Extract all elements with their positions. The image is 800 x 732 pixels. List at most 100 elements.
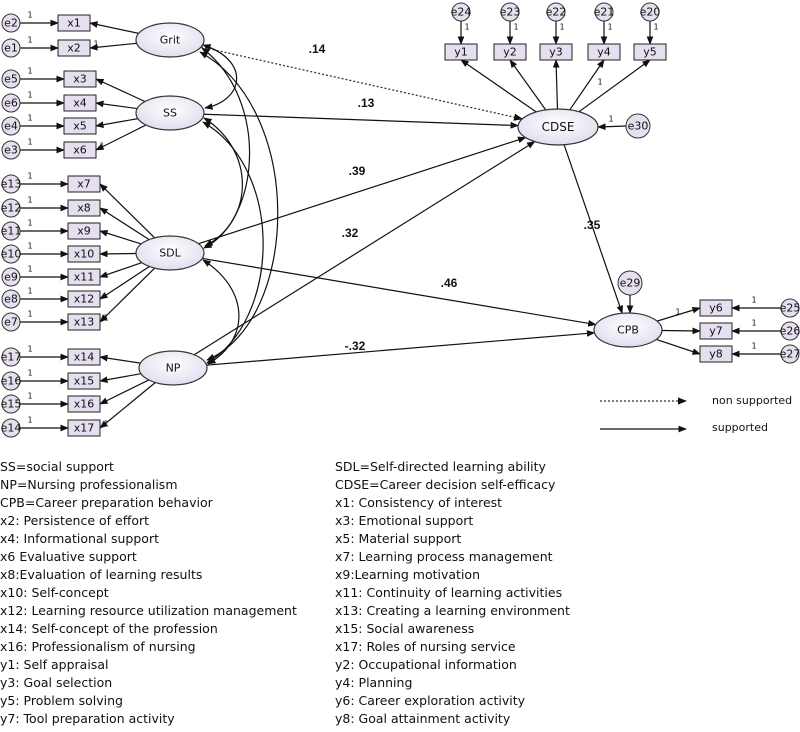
indicator-y2 — [493, 43, 527, 61]
error-label-e23: e23 — [500, 6, 521, 19]
indicator-x4 — [63, 94, 97, 112]
loading-path-y6 — [656, 306, 701, 322]
note-item: y6: Career exploration activity — [335, 693, 525, 708]
indicator-label-x9: x9 — [77, 225, 91, 238]
loading-label: 1 — [27, 392, 32, 401]
loading-path-x5 — [95, 118, 139, 129]
error-e10 — [1, 244, 21, 264]
coef-sdl-cdse: .39 — [349, 164, 366, 178]
indicator-x14 — [67, 348, 101, 366]
disturbance-path-cdse — [597, 123, 627, 131]
loading-path-x13 — [99, 267, 156, 323]
indicator-label-x17: x17 — [74, 422, 95, 435]
indicator-label-x1: x1 — [67, 17, 81, 30]
loading-label: 1 — [27, 219, 32, 228]
path-grit-cdse — [200, 46, 524, 121]
error-e9 — [1, 267, 21, 287]
note-item: CPB=Career preparation behavior — [0, 495, 213, 510]
loading-label: 1 — [653, 23, 658, 32]
latent-label-ss: SS — [163, 107, 177, 120]
indicator-x12 — [67, 290, 101, 308]
loading-label: 1 — [464, 23, 469, 32]
indicator-label-x5: x5 — [73, 120, 87, 133]
loading-label: 1 — [103, 314, 108, 323]
error-label-e13: e13 — [1, 178, 22, 191]
latent-sdl — [135, 235, 205, 271]
error-e15 — [1, 394, 21, 414]
loading-label: 1 — [27, 91, 32, 100]
error-e21 — [594, 2, 614, 22]
note-item: y3: Goal selection — [0, 675, 113, 690]
note-item: x16: Professionalism of nursing — [0, 639, 196, 654]
loading-path-x8 — [99, 207, 150, 241]
loading-path-x3 — [95, 78, 146, 103]
indicator-y6 — [699, 299, 733, 317]
error-label-e3: e3 — [4, 144, 18, 157]
loading-label: 1 — [751, 296, 756, 305]
loading-label: 1 — [608, 115, 613, 124]
coef-ss-cdse: .13 — [358, 96, 375, 110]
loading-label: 1 — [27, 67, 32, 76]
error-label-e30: e30 — [628, 120, 649, 133]
indicator-label-y5: y5 — [643, 46, 657, 59]
path-np-cpb — [206, 330, 596, 366]
loading-path-x4 — [95, 100, 138, 110]
error-e5 — [1, 69, 21, 89]
note-item: x4: Informational support — [0, 531, 159, 546]
cov-grit-ss — [202, 44, 238, 110]
loading-label: 1 — [27, 196, 32, 205]
loading-path-x16 — [99, 379, 150, 405]
error-e13 — [1, 174, 21, 194]
legend-supported-label: supported — [712, 421, 768, 434]
note-item: x12: Learning resource utilization manag… — [0, 603, 297, 618]
indicator-y4 — [587, 43, 621, 61]
indicator-label-y2: y2 — [503, 46, 517, 59]
loading-label: 1 — [103, 420, 108, 429]
indicator-label-x10: x10 — [74, 248, 95, 261]
path-sdl-cdse — [198, 136, 527, 245]
coef-sdl-cpb: .46 — [441, 276, 458, 290]
path-sdl-cpb — [202, 257, 597, 327]
legend-non-supported-label: non supported — [712, 394, 792, 407]
error-e12 — [1, 198, 21, 218]
error-e29 — [617, 270, 643, 296]
error-label-e26: e26 — [780, 325, 800, 338]
indicator-x11 — [67, 268, 101, 286]
cov-grit-np — [199, 51, 279, 361]
error-label-e9: e9 — [4, 271, 18, 284]
error-e27 — [780, 344, 800, 364]
latent-label-np: NP — [166, 362, 181, 375]
note-item: y4: Planning — [335, 675, 413, 690]
error-label-e4: e4 — [4, 120, 18, 133]
sem-path-diagram: x1e2x2e1x3e5x4e6x5e4x6e3x7e13x8e12x9e11x… — [1, 2, 800, 438]
error-label-e22: e22 — [546, 6, 567, 19]
latent-label-cdse: CDSE — [542, 120, 575, 134]
error-e30 — [625, 113, 651, 139]
error-label-e5: e5 — [4, 73, 18, 86]
loading-label: 1 — [27, 172, 32, 181]
error-label-e2: e2 — [4, 17, 18, 30]
note-item: x17: Roles of nursing service — [335, 639, 516, 654]
error-label-e1: e1 — [4, 42, 18, 55]
note-item: y7: Tool preparation activity — [0, 711, 175, 726]
coef-np-cdse: .32 — [342, 226, 359, 240]
error-e11 — [1, 221, 21, 241]
indicator-label-x12: x12 — [74, 293, 95, 306]
indicator-x17 — [67, 419, 101, 437]
note-item: y2: Occupational information — [335, 657, 517, 672]
indicator-label-x3: x3 — [73, 73, 87, 86]
indicator-y7 — [699, 322, 733, 340]
loading-path-y2 — [509, 59, 547, 111]
note-item: CDSE=Career decision self-efficacy — [335, 477, 556, 492]
indicator-label-x16: x16 — [74, 398, 95, 411]
indicator-label-x4: x4 — [73, 97, 87, 110]
loading-label: 1 — [27, 36, 32, 45]
error-e17 — [1, 347, 21, 367]
loading-path-x7 — [99, 183, 156, 239]
latent-cpb — [593, 312, 663, 348]
latent-cdse — [517, 108, 599, 146]
loading-path-x17 — [99, 382, 156, 429]
error-e14 — [1, 418, 21, 438]
error-label-e16: e16 — [1, 375, 22, 388]
error-e23 — [500, 2, 520, 22]
